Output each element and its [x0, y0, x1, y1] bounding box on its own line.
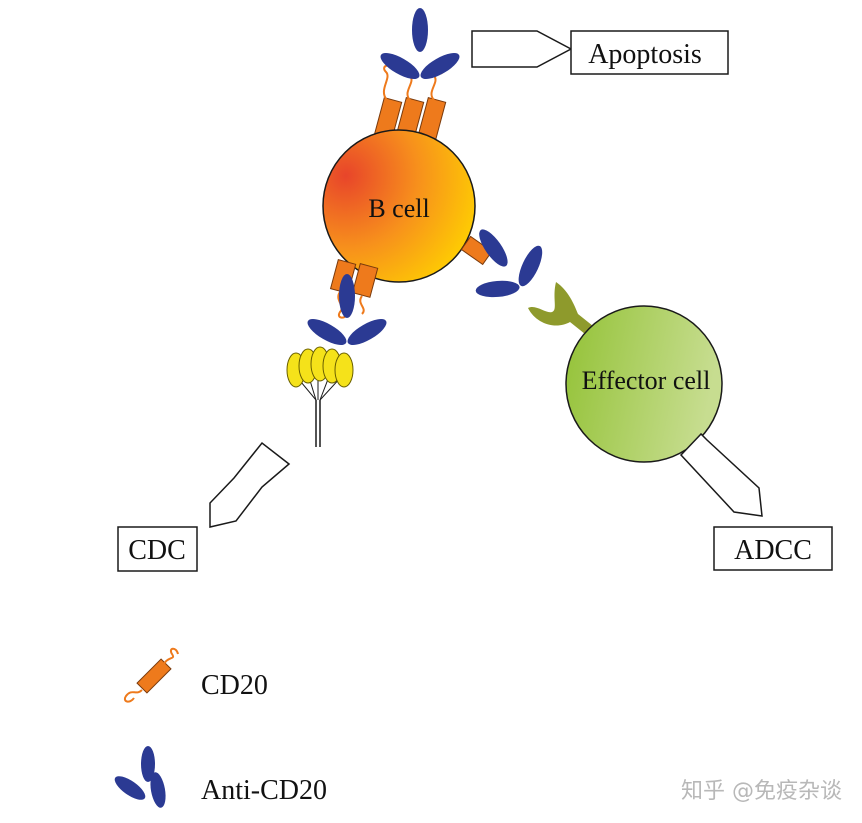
legend-cd20-symbol	[124, 647, 179, 703]
legend: CD20 Anti-CD20	[114, 647, 327, 808]
apoptosis-box: Apoptosis	[570, 30, 729, 75]
adcc-arrow	[679, 432, 763, 517]
legend-anti-cd20-symbol	[114, 746, 166, 808]
b-cell-label: B cell	[368, 194, 429, 223]
cdc-label: CDC	[128, 535, 186, 566]
b-cell: B cell	[322, 129, 476, 283]
adcc-label: ADCC	[734, 535, 812, 566]
watermark: 知乎 @免疫杂谈	[681, 779, 842, 804]
apoptosis-arrow	[471, 30, 573, 68]
legend-anti-cd20-label: Anti-CD20	[201, 775, 327, 806]
effector-cell: Effector cell	[565, 305, 723, 463]
adcc-box: ADCC	[713, 526, 833, 571]
cdc-arrow	[209, 441, 291, 528]
anti-cd20-antibody-top	[376, 8, 464, 84]
legend-cd20-label: CD20	[201, 670, 268, 701]
apoptosis-label: Apoptosis	[588, 39, 702, 70]
cdc-box: CDC	[117, 526, 198, 572]
fc-receptor	[528, 282, 598, 338]
effector-cell-label: Effector cell	[582, 366, 711, 395]
complement-c1q	[286, 346, 354, 447]
anti-cd20-antibody-bottom	[303, 274, 391, 350]
